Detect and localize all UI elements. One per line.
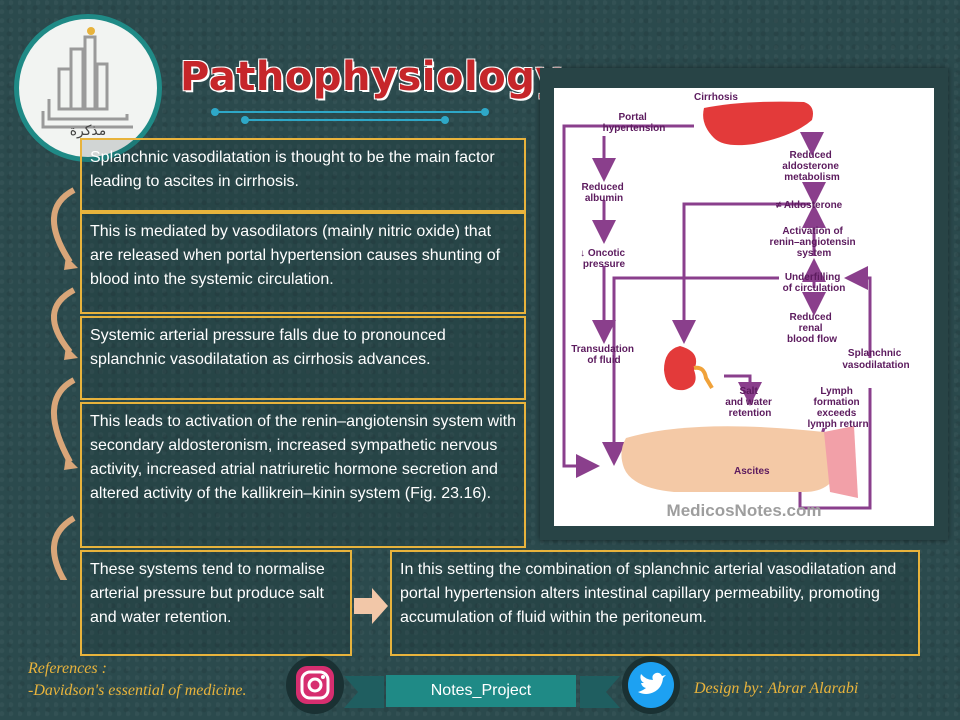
diagram-label-aldosterone: ≠ Aldosterone: [776, 200, 843, 211]
curved-arrows: [50, 187, 78, 580]
diagram-label-lymph: Lymph formation exceeds lymph return: [807, 386, 868, 430]
text-box-4: This leads to activation of the renin–an…: [80, 402, 526, 548]
diagram-label-oncotic: ↓ Oncotic pressure: [580, 248, 628, 270]
page-title: Pathophysiology: [180, 54, 562, 100]
diagram-label-portal: Portal hypertension: [603, 112, 666, 134]
instagram-icon[interactable]: [284, 654, 346, 716]
ascites-diagram: Cirrhosis Portal hypertension Reduced al…: [540, 68, 948, 540]
diagram-label-cirrhosis: Cirrhosis: [694, 92, 738, 103]
liver-icon: [703, 101, 813, 146]
diagram-label-reduced-renal: Reduced renal blood flow: [787, 312, 837, 345]
logo: مذكرة: [14, 14, 162, 162]
right-arrow-icon: [354, 588, 388, 624]
design-credit: Design by: Abrar Alarabi: [694, 680, 859, 697]
diagram-label-underfilling: Underfilling of circulation: [783, 272, 846, 294]
building-logo-icon: [41, 27, 133, 129]
kidney-icon: [664, 346, 697, 391]
diagram-label-transudation: Transudation of fluid: [571, 344, 637, 366]
intestine-icon: [621, 426, 841, 492]
logo-text: مذكرة: [69, 123, 107, 139]
diagram-label-activation: Activation of renin–angiotensin system: [770, 226, 859, 259]
text-box-2: This is mediated by vasodilators (mainly…: [80, 212, 526, 314]
text-box-3: Systemic arterial pressure falls due to …: [80, 316, 526, 400]
diagram-label-ascites: Ascites: [734, 466, 770, 477]
diagram-label-reduced-aldosterone: Reduced aldosterone metabolism: [782, 150, 841, 183]
diagram-watermark: MedicosNotes.com: [667, 501, 822, 520]
diagram-canvas: Cirrhosis Portal hypertension Reduced al…: [554, 88, 934, 526]
title-underline: [211, 108, 489, 124]
reference-item: -Davidson's essential of medicine.: [28, 682, 247, 699]
diagram-label-salt: Salt and water retention: [725, 386, 774, 419]
text-box-6: In this setting the combination of splan…: [390, 550, 920, 656]
twitter-icon[interactable]: [620, 654, 682, 716]
ribbon-decoration: [344, 676, 620, 708]
text-box-1: Splanchnic vasodilatation is thought to …: [80, 138, 526, 212]
text-box-5: These systems tend to normalise arterial…: [80, 550, 352, 656]
diagram-label-reduced-albumin: Reduced albumin: [581, 182, 626, 204]
notes-project-label: Notes_Project: [386, 675, 576, 707]
references-label: References :: [28, 660, 107, 677]
diagram-label-splanchnic: Splanchnic vasodilatation: [842, 348, 909, 371]
